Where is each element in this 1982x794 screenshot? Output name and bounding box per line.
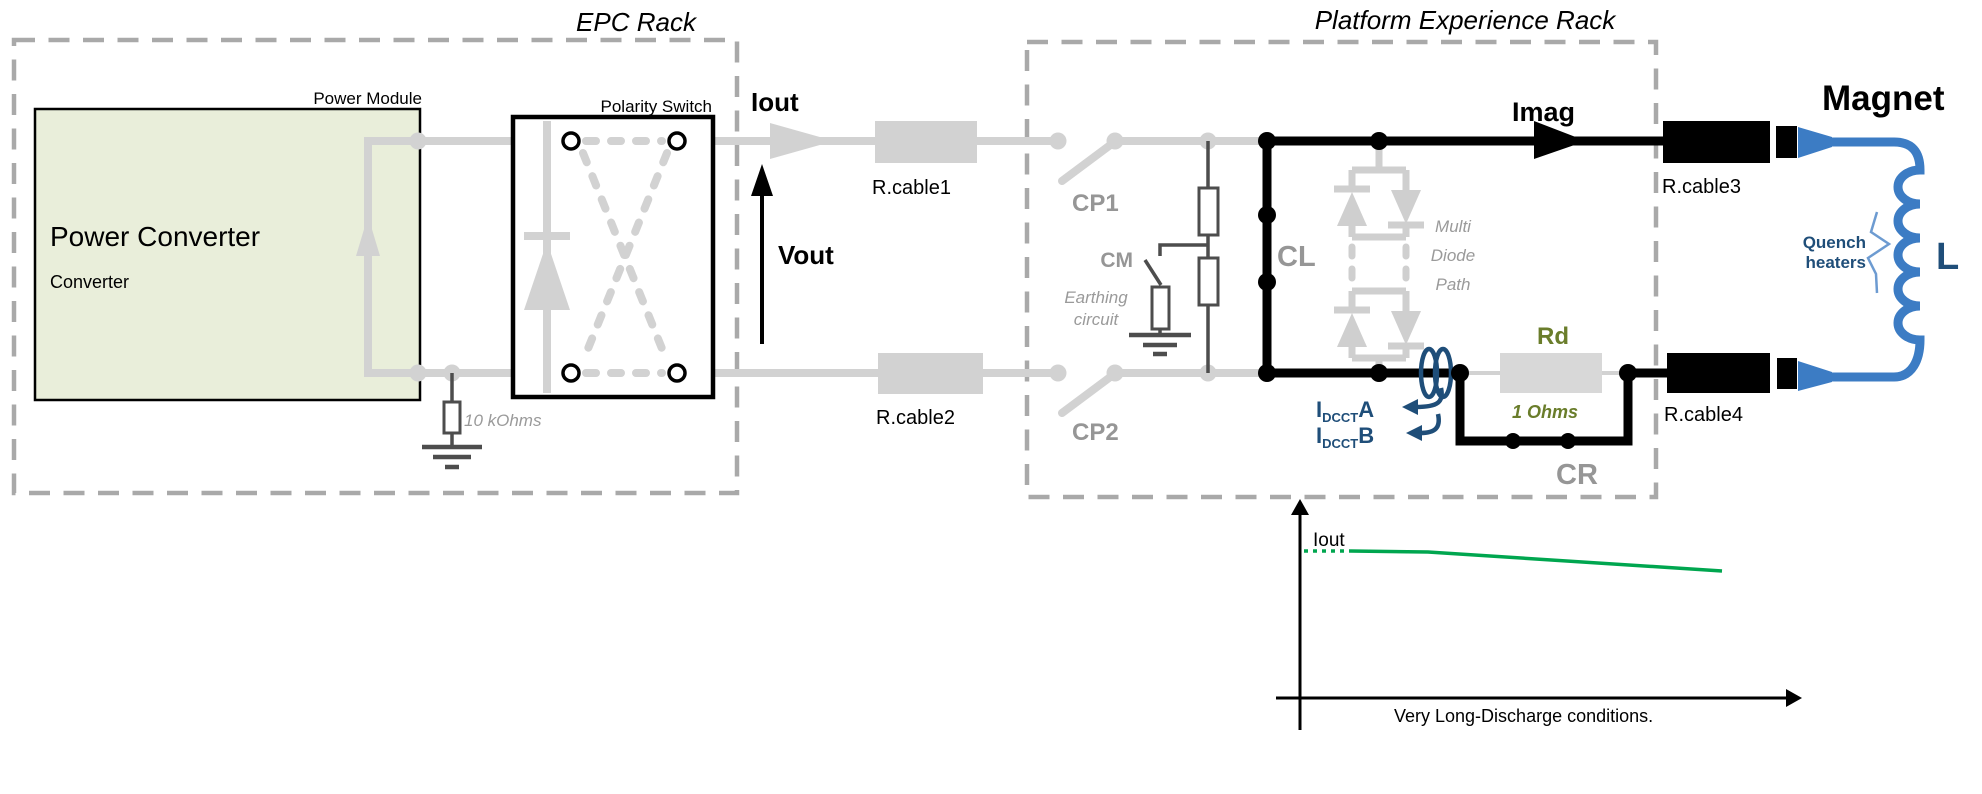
rd-label: Rd <box>1537 323 1569 350</box>
imag-label: Imag <box>1512 97 1575 127</box>
multi-diode-note-3: Path <box>1436 275 1471 294</box>
multi-diode-note-1: Multi <box>1435 217 1472 236</box>
diode-icon <box>524 242 570 310</box>
cp2-switch-blade <box>1058 368 1121 417</box>
earth-resistor-10k <box>422 373 482 470</box>
earthing-resistor-2 <box>1197 256 1220 307</box>
dcct-arrows-icon <box>1402 387 1444 441</box>
multi-diode-path <box>1334 141 1424 373</box>
rcable2-label: R.cable2 <box>876 407 955 429</box>
magnet-lead-top <box>1798 127 1832 158</box>
earthing-circuit <box>1129 141 1220 373</box>
converter-current-loop <box>356 137 418 377</box>
rd-resistor-body <box>1500 353 1602 393</box>
power-module-box <box>33 107 422 402</box>
power-module-label: Power Module <box>313 89 422 108</box>
platform-rack-title: Platform Experience Rack <box>1315 5 1618 35</box>
cr-bypass-path <box>1455 373 1633 446</box>
epc-rack-border <box>11 37 740 496</box>
plot-y-arrow-icon <box>1291 499 1309 515</box>
iout-arrow-icon <box>770 123 834 159</box>
earthing-resistor-1 <box>1197 186 1220 237</box>
diode-pair-top <box>1334 166 1424 241</box>
discharge-plot: Iout Very Long-Discharge conditions. <box>1276 499 1802 730</box>
cm-switch-blade <box>1143 259 1163 286</box>
imag-arrow-icon <box>1534 121 1586 159</box>
rd-value: 1 Ohms <box>1512 402 1578 422</box>
rcable4-label: R.cable4 <box>1664 404 1743 426</box>
ground-icon <box>422 444 482 470</box>
switch-cross-dash-2 <box>579 149 671 365</box>
quench-heaters-label-2: heaters <box>1806 253 1866 272</box>
rcable1-body <box>875 121 977 163</box>
iout-label: Iout <box>751 87 799 117</box>
earthing-circuit-note-1: Earthing <box>1064 288 1128 307</box>
magnet-title: Magnet <box>1822 79 1945 118</box>
rcable4-body <box>1667 353 1770 393</box>
idcct-b-label: IDCCTB <box>1316 423 1374 451</box>
switch-terminals <box>561 131 687 383</box>
platform-rack-border <box>1024 39 1659 500</box>
power-converter-title: Power Converter <box>50 221 260 252</box>
rcable3-connector <box>1776 126 1797 158</box>
diode-pair-bottom <box>1334 287 1424 362</box>
loop-up-arrow-icon <box>356 216 380 256</box>
rcable3-label: R.cable3 <box>1662 176 1741 198</box>
cp1-switch-blade <box>1058 136 1121 185</box>
polarity-switch <box>510 114 716 400</box>
cp1-label: CP1 <box>1072 190 1119 217</box>
resistor-10k-body <box>442 400 462 435</box>
earth-resistor-value: 10 kOhms <box>464 411 542 430</box>
earthing-circuit-note-2: circuit <box>1074 310 1120 329</box>
vout-arrow-icon <box>751 164 773 344</box>
rcable4-connector <box>1777 358 1797 389</box>
quench-heaters-label-1: Quench <box>1803 233 1866 252</box>
rcable2-body <box>878 353 983 394</box>
earthing-ground-icon <box>1129 332 1191 357</box>
idcct-a-label: IDCCTA <box>1316 397 1374 425</box>
plot-iout-label: Iout <box>1313 530 1345 551</box>
cr-label: CR <box>1556 459 1598 491</box>
black-junction-dots <box>1258 132 1637 449</box>
magnet-lead-bottom <box>1798 361 1832 391</box>
vout-label: Vout <box>778 240 834 270</box>
inductance-label: L <box>1936 236 1959 278</box>
plot-caption: Very Long-Discharge conditions. <box>1394 706 1653 726</box>
epc-rack-title: EPC Rack <box>576 7 698 37</box>
plot-iout-curve <box>1349 549 1723 573</box>
plot-x-arrow-icon <box>1786 689 1802 707</box>
rcable3-body <box>1663 121 1770 163</box>
polarity-switch-label: Polarity Switch <box>601 97 712 116</box>
cm-resistor <box>1150 285 1171 331</box>
converter-subtitle: Converter <box>50 272 129 292</box>
cl-label: CL <box>1277 241 1316 273</box>
multi-diode-note-2: Diode <box>1431 246 1475 265</box>
cp2-label: CP2 <box>1072 419 1119 446</box>
rcable1-label: R.cable1 <box>872 177 951 199</box>
cm-label: CM <box>1100 249 1133 272</box>
magnet-coil-icon <box>1798 127 1925 391</box>
quench-heater-lead-icon <box>1866 211 1892 294</box>
